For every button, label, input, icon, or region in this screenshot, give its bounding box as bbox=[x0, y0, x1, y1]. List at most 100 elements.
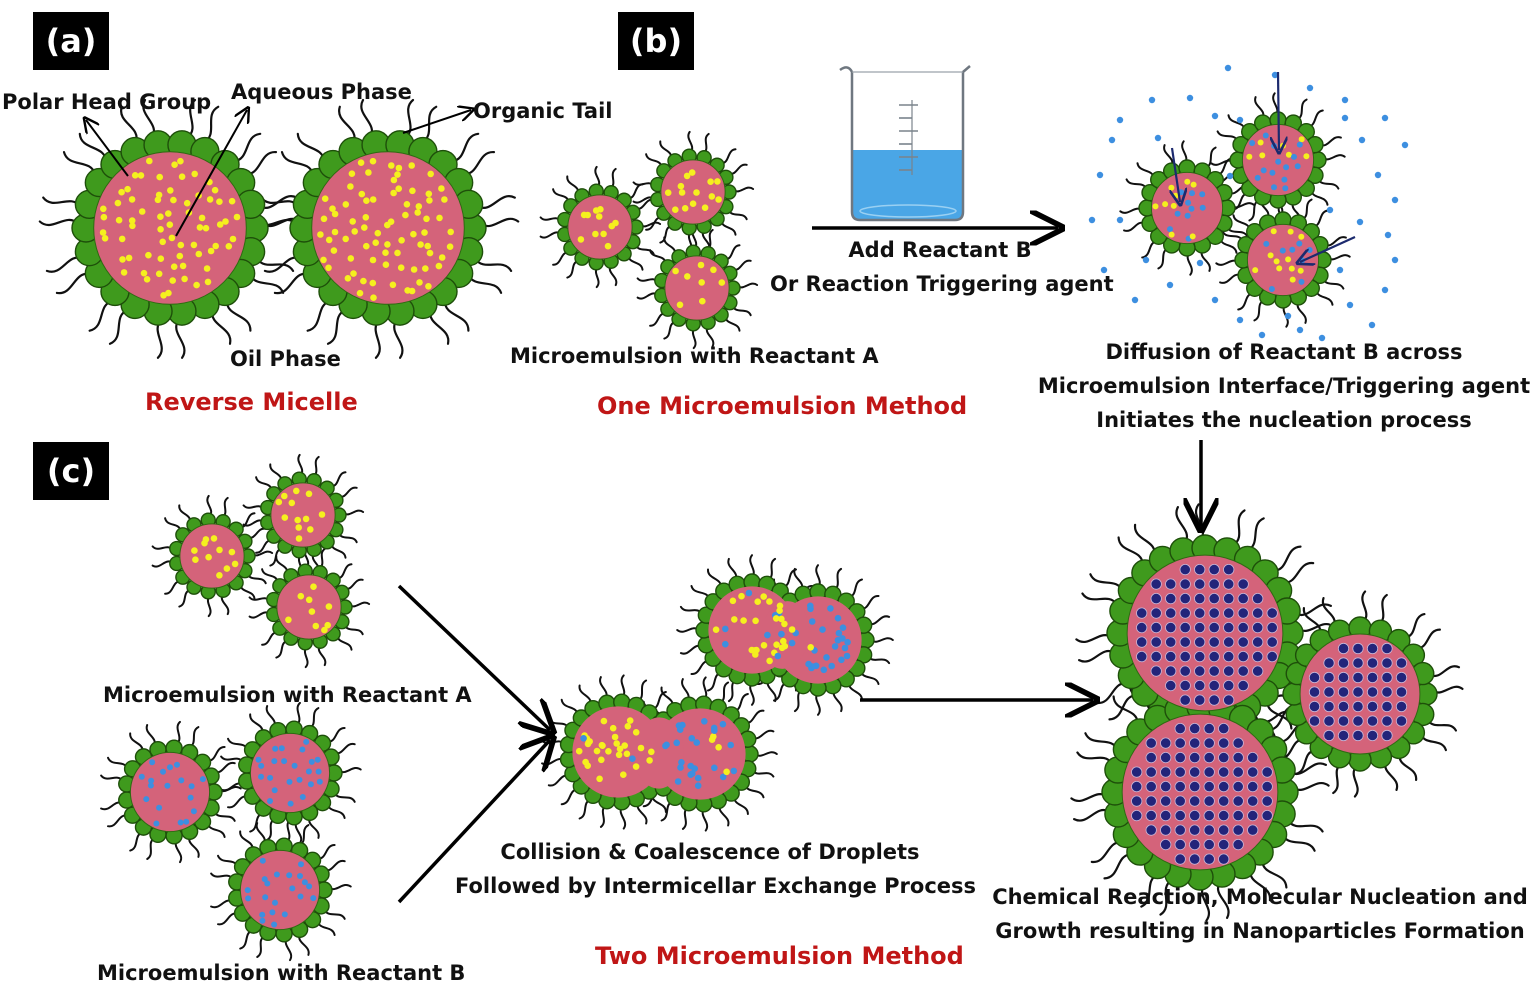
reactant-dot bbox=[681, 205, 689, 212]
reactant-dot bbox=[347, 255, 355, 262]
reactant-dot bbox=[1381, 729, 1393, 742]
reactant-dot bbox=[722, 625, 729, 633]
annotation-layer bbox=[86, 65, 1356, 904]
reactant-dot bbox=[1270, 228, 1277, 235]
reactant-dot bbox=[1136, 621, 1148, 634]
reactant-dot bbox=[1218, 766, 1230, 778]
reactant-dot bbox=[174, 761, 180, 768]
reactant-dot bbox=[1381, 642, 1393, 655]
reactant-dot bbox=[390, 176, 398, 184]
reactant-dot bbox=[1337, 671, 1350, 684]
diffusion-line-3: Initiates the nucleation process bbox=[1096, 408, 1472, 433]
reactant-dot bbox=[1208, 563, 1220, 576]
reactant-dot bbox=[410, 266, 418, 273]
reactant-dot bbox=[331, 210, 339, 218]
reactant-dot bbox=[147, 782, 154, 789]
reactant-dot bbox=[1218, 751, 1230, 764]
reactant-b-dot bbox=[1142, 256, 1150, 264]
microemulsion-reactant-a-label-b: Microemulsion with Reactant A bbox=[510, 344, 879, 368]
reactant-dot bbox=[425, 190, 433, 198]
reactant-dot bbox=[592, 230, 599, 238]
reactant-b-dot bbox=[1108, 136, 1116, 144]
reactant-dot bbox=[1288, 265, 1295, 272]
reactant-dot bbox=[1289, 276, 1296, 283]
reactant-dot bbox=[1223, 694, 1235, 706]
reactant-dot bbox=[600, 230, 607, 238]
reactant-b-dot bbox=[1356, 218, 1364, 226]
reactant-dot bbox=[362, 214, 370, 221]
reactant-dot bbox=[615, 751, 623, 759]
organic-tail bbox=[1429, 665, 1461, 678]
reactant-dot bbox=[1150, 665, 1162, 677]
reactant-dot bbox=[1131, 780, 1143, 793]
reactant-dot bbox=[691, 765, 698, 772]
reactant-dot bbox=[390, 189, 397, 197]
reactant-dot bbox=[708, 193, 716, 200]
reactant-dot bbox=[1352, 700, 1364, 713]
reactant-dot bbox=[1381, 700, 1393, 713]
reactant-dot bbox=[289, 885, 296, 892]
reactant-dot bbox=[774, 652, 782, 660]
reactant-dot bbox=[1189, 751, 1201, 764]
reactant-dot bbox=[807, 602, 814, 610]
reactant-dot bbox=[447, 228, 455, 236]
reactant-dot bbox=[1323, 729, 1335, 742]
reactant-b-dot bbox=[1358, 136, 1366, 144]
reactant-dot bbox=[320, 256, 327, 264]
reactant-dot bbox=[1189, 737, 1201, 749]
chemical-line-1: Chemical Reaction, Molecular Nucleation … bbox=[992, 885, 1528, 909]
reactant-dot bbox=[727, 741, 734, 749]
reactant-dot bbox=[807, 644, 814, 651]
reactant-dot bbox=[701, 718, 708, 725]
reactant-dot bbox=[395, 164, 403, 172]
panel-label-a: (a) bbox=[33, 12, 109, 70]
reactant-dot bbox=[1237, 607, 1249, 619]
reactant-dot bbox=[299, 794, 306, 800]
reactant-dot bbox=[1298, 233, 1305, 240]
reactant-dot bbox=[711, 764, 718, 772]
reactant-dot bbox=[361, 224, 368, 231]
reactant-dot bbox=[1266, 607, 1278, 619]
reactant-dot bbox=[1136, 607, 1148, 619]
reactant-dot bbox=[315, 768, 322, 775]
reactant-dot bbox=[119, 256, 126, 263]
reactant-dot bbox=[216, 221, 224, 228]
reactant-dot bbox=[203, 265, 211, 272]
reactant-dot bbox=[1136, 650, 1148, 663]
reactant-dot bbox=[598, 756, 605, 764]
reactant-dot bbox=[1279, 247, 1286, 254]
reactant-dot bbox=[435, 262, 443, 270]
reactant-b-arrow bbox=[397, 740, 550, 904]
reactant-dot bbox=[1189, 795, 1201, 807]
reactant-dot bbox=[384, 241, 391, 248]
reactant-dot bbox=[1160, 766, 1172, 778]
reactant-dot bbox=[228, 548, 236, 556]
reactant-dot bbox=[369, 157, 377, 165]
reactant-dot bbox=[1303, 153, 1310, 160]
reactant-dot bbox=[1208, 621, 1220, 634]
reactant-dot bbox=[626, 717, 634, 724]
reactant-dot bbox=[584, 762, 591, 769]
reactant-dot bbox=[1366, 686, 1379, 698]
reactant-dot bbox=[1308, 671, 1321, 684]
organic-tail bbox=[443, 299, 470, 332]
reactant-b-dot bbox=[1381, 286, 1389, 294]
reactant-dot bbox=[100, 213, 108, 221]
reactant-dot bbox=[1218, 824, 1230, 836]
reactant-dot bbox=[738, 592, 745, 600]
reactant-dot bbox=[398, 237, 405, 244]
organic-tail bbox=[1090, 841, 1124, 864]
reactant-dot bbox=[1289, 246, 1296, 253]
diffusion-description: Diffusion of Reactant B across Microemul… bbox=[1034, 340, 1534, 432]
two-microemulsion-method-title: Two Microemulsion Method bbox=[595, 942, 964, 970]
reactant-dot bbox=[616, 745, 624, 753]
reactant-dot bbox=[198, 214, 206, 222]
reactant-dot bbox=[1247, 766, 1259, 778]
reactant-dot bbox=[1208, 592, 1220, 605]
reactant-dot bbox=[318, 511, 326, 518]
reactant-dot bbox=[1352, 671, 1364, 684]
reactant-dot bbox=[125, 254, 133, 262]
aqueous-core bbox=[1121, 713, 1279, 871]
reactant-dot bbox=[1167, 226, 1173, 233]
reactant-dot bbox=[287, 800, 294, 807]
